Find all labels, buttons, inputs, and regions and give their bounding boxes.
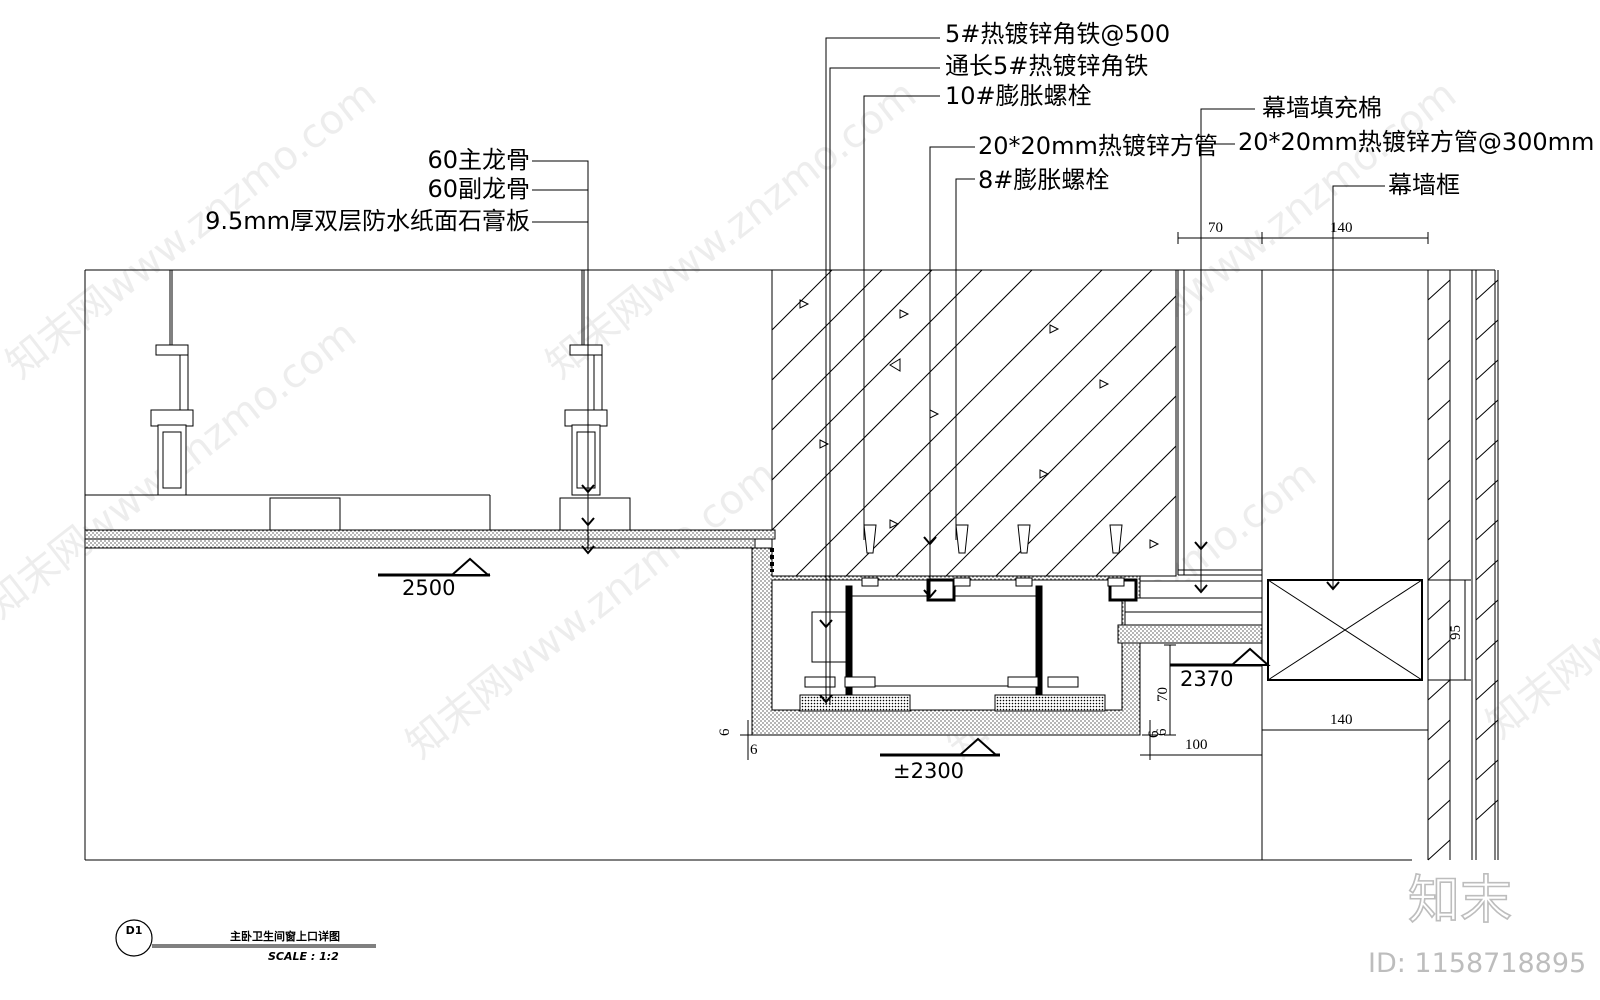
label-bolt-10: 10#膨胀螺栓 (945, 82, 1092, 110)
dim-bottom-right: 140 (1330, 712, 1353, 728)
window-head-box (751, 524, 1263, 736)
label-main-keel: 60主龙骨 (427, 146, 530, 174)
drawing-title: 主卧卫生间窗上口详图 (230, 929, 340, 943)
label-bolt-8: 8#膨胀螺栓 (978, 166, 1109, 194)
dim-small-6: 6 (750, 742, 758, 758)
dim-top-left: 70 (1208, 220, 1223, 236)
level-window-top: ±2300 (893, 759, 964, 783)
level-window-sill: 2370 (1180, 667, 1233, 691)
image-id: ID: 1158718895 (1368, 948, 1586, 979)
drawing-scale: SCALE : 1:2 (268, 950, 339, 963)
dim-small-6: 6 (1146, 730, 1162, 738)
label-sub-keel: 60副龙骨 (427, 175, 530, 203)
dim-small-6: 6 (1154, 728, 1170, 736)
label-square-tube: 20*20mm热镀锌方管 (978, 132, 1218, 160)
label-curtain-fill: 幕墙填充棉 (1262, 94, 1382, 122)
watermark-text: 知末网www.znzmo.com (1478, 431, 1600, 748)
dim-vert-70: 70 (1155, 687, 1171, 702)
leader-lines (532, 37, 1385, 705)
label-square-tube-300: 20*20mm热镀锌方管@300mm (1238, 128, 1594, 156)
level-markers (378, 557, 1271, 757)
label-gypsum-board: 9.5mm厚双层防水纸面石膏板 (205, 207, 530, 235)
curtain-wall (1177, 270, 1499, 861)
title-block: D1 主卧卫生间窗上口详图 SCALE : 1:2 (115, 919, 376, 963)
dimension-lines (740, 232, 1471, 761)
dim-small-6: 6 (717, 728, 733, 736)
brand-watermark: 知末 (1408, 871, 1512, 931)
detail-tag-circle (115, 919, 153, 957)
dim-bottom-mid: 100 (1185, 737, 1208, 753)
detail-tag: D1 (126, 924, 143, 937)
level-ceiling: 2500 (402, 576, 455, 600)
dim-top-right: 140 (1330, 220, 1353, 236)
dim-frame-height: 95 (1448, 625, 1464, 640)
ceiling-assembly (84, 270, 776, 549)
label-curtain-frame: 幕墙框 (1388, 171, 1460, 199)
label-angle-iron-500: 5#热镀锌角铁@500 (945, 20, 1170, 48)
concrete-beam (771, 269, 1177, 577)
label-angle-iron-full: 通长5#热镀锌角铁 (945, 52, 1148, 80)
